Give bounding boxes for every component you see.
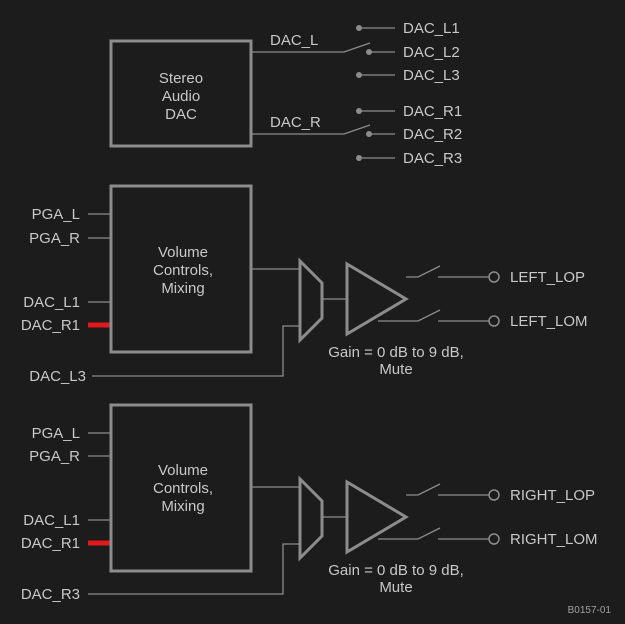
right-block-label-1: Volume <box>158 462 208 479</box>
right-block-label-2: Controls, <box>153 480 213 497</box>
left-block-label-3: Mixing <box>161 280 204 297</box>
dac-r3-label: DAC_R3 <box>403 150 462 167</box>
right-block-label-3: Mixing <box>161 498 204 515</box>
left-block-label-1: Volume <box>158 244 208 261</box>
left-amplifier <box>345 261 409 337</box>
dac-l3-label: DAC_L3 <box>403 67 460 84</box>
right-input-dac-l1: DAC_L1 <box>23 512 80 529</box>
figure-id: B0157-01 <box>568 605 612 616</box>
left-input-dac-l1: DAC_L1 <box>23 294 80 311</box>
dac-block-label-2: Audio <box>162 88 200 105</box>
dac-l1-label: DAC_L1 <box>403 20 460 37</box>
left-lop-terminal <box>488 271 500 283</box>
right-gain-label-2: Mute <box>379 579 412 596</box>
right-gain-label-1: Gain = 0 dB to 9 dB, <box>328 562 464 579</box>
left-lom-switch <box>378 309 441 322</box>
stereo-dac-block <box>109 39 253 148</box>
dac-r2-label: DAC_R2 <box>403 126 462 143</box>
left-lom-terminal <box>488 315 500 327</box>
right-input-dac-r1: DAC_R1 <box>21 535 80 552</box>
right-lom-terminal <box>488 533 500 545</box>
left-gain-label-1: Gain = 0 dB to 9 dB, <box>328 344 464 361</box>
right-lop-label: RIGHT_LOP <box>510 487 595 504</box>
dac-l-switch <box>251 42 371 53</box>
right-channel-section: PGA_L PGA_R DAC_L1 DAC_R1 Volume Control… <box>21 403 598 603</box>
left-gain-label-2: Mute <box>379 361 412 378</box>
dac-block-label-1: Stereo <box>159 70 203 87</box>
right-lop-switch <box>406 483 441 496</box>
right-input-pga-r: PGA_R <box>29 448 80 465</box>
left-input-dac-r1: DAC_R1 <box>21 317 80 334</box>
left-block-label-2: Controls, <box>153 262 213 279</box>
right-amplifier <box>345 479 409 555</box>
right-lop-terminal <box>488 489 500 501</box>
right-lom-label: RIGHT_LOM <box>510 531 598 548</box>
dac-l2-label: DAC_L2 <box>403 44 460 61</box>
stereo-dac-section: Stereo Audio DAC DAC_L DAC_L1 DAC_L2 DAC… <box>109 20 462 167</box>
left-input-dac-l3: DAC_L3 <box>29 368 86 385</box>
dac-l-label: DAC_L <box>270 32 318 49</box>
left-lop-label: LEFT_LOP <box>510 269 585 286</box>
right-input-dac-r3: DAC_R3 <box>21 586 80 603</box>
left-input-pga-r: PGA_R <box>29 230 80 247</box>
dac-r-label: DAC_R <box>270 114 321 131</box>
right-mux <box>298 475 324 562</box>
left-mux <box>298 257 324 344</box>
dac-r-switch <box>251 124 371 135</box>
right-input-pga-l: PGA_L <box>32 425 80 442</box>
left-channel-section: PGA_L PGA_R DAC_L1 DAC_R1 Volume Control… <box>21 184 588 385</box>
left-lom-label: LEFT_LOM <box>510 313 588 330</box>
right-lom-switch <box>378 527 441 540</box>
left-input-pga-l: PGA_L <box>32 206 80 223</box>
right-volume-mixing-block <box>109 403 253 573</box>
dac-r1-label: DAC_R1 <box>403 103 462 120</box>
dac-block-label-3: DAC <box>165 106 197 123</box>
left-lop-switch <box>406 265 441 278</box>
